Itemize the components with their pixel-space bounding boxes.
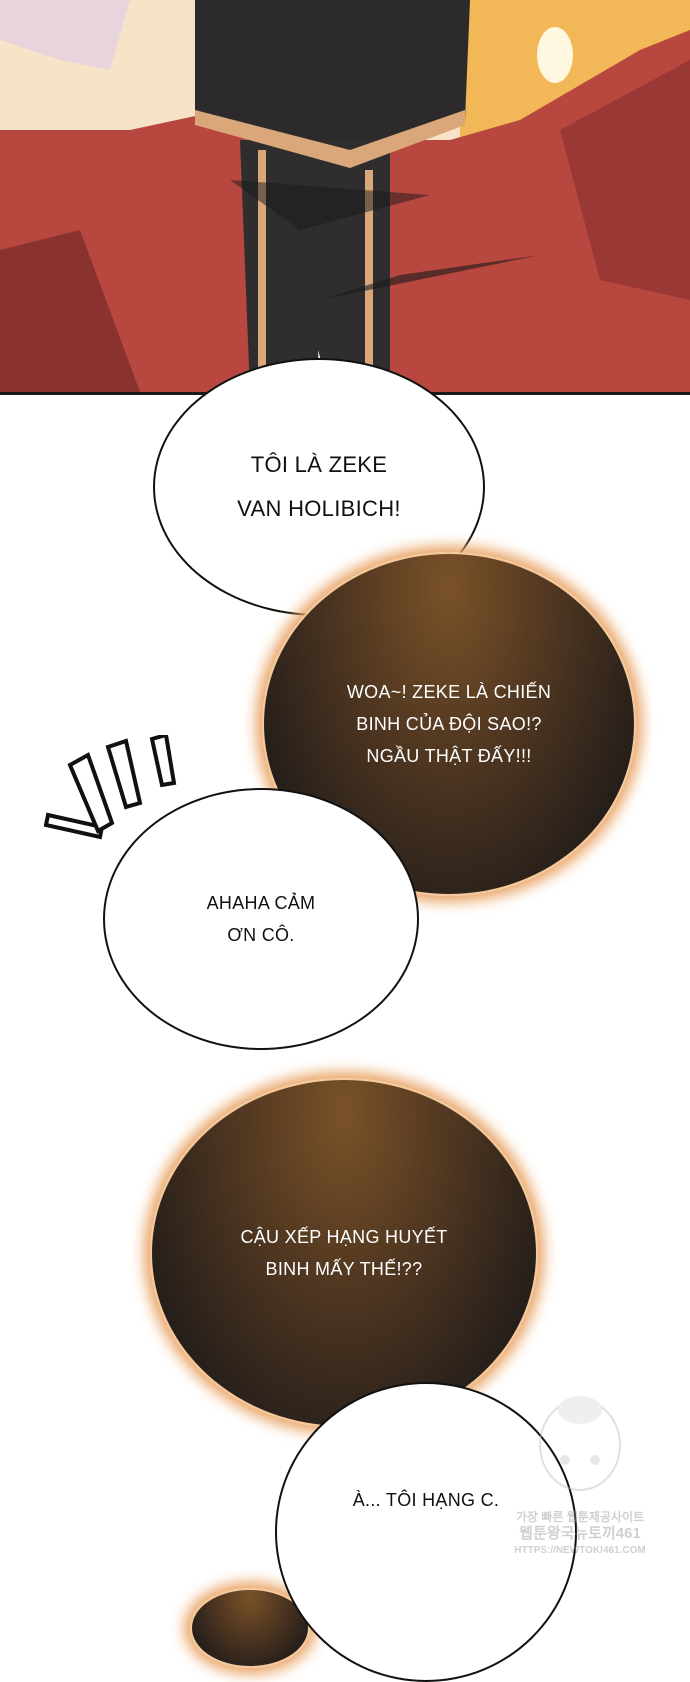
watermark-line-1: 가장 빠른 웹툰제공사이트 <box>515 1510 645 1524</box>
watermark-mascot-icon <box>539 1396 621 1491</box>
bubble-text: AHAHA CẢM ƠN CÔ. <box>206 893 316 945</box>
bubble-text: À... TÔI HẠNG C. <box>352 1490 500 1510</box>
comic-panel-robe <box>0 0 690 395</box>
speech-bubble-4: CẬU XẾP HẠNG HUYẾT BINH MẤY THẾ!?? <box>150 1078 538 1428</box>
bubble-text: TÔI LÀ ZEKE VAN HOLIBICH! <box>237 452 401 521</box>
watermark: 가장 빠른 웹툰제공사이트 웹툰왕국뉴토끼461 HTTPS://NEWTOKI… <box>510 1385 650 1575</box>
bubble-text: CẬU XẾP HẠNG HUYẾT BINH MẤY THẾ!?? <box>240 1227 448 1279</box>
speech-bubble-3: AHAHA CẢM ƠN CÔ. <box>103 788 419 1050</box>
watermark-line-2: 웹툰왕국뉴토끼461 <box>519 1525 641 1542</box>
robe-illustration <box>0 0 690 392</box>
shock-lines-icon <box>43 735 177 840</box>
watermark-line-3: HTTPS://NEWTOKI461.COM <box>514 1545 646 1556</box>
bubble-text: WOA~! ZEKE LÀ CHIẾN BINH CỦA ĐỘI SAO!? N… <box>346 682 552 766</box>
